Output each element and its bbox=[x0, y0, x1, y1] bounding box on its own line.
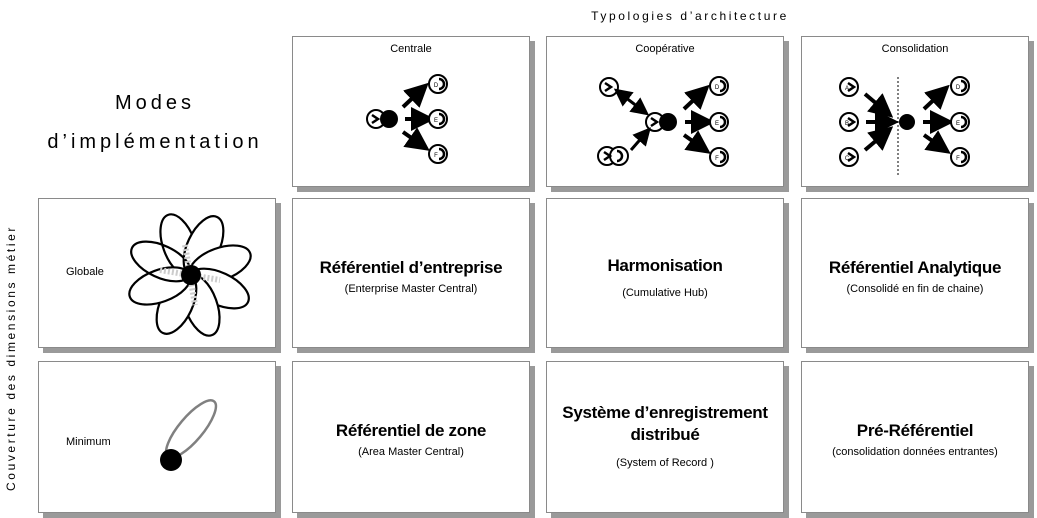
cell-centrale-minimum: Référentiel de zone (Area Master Central… bbox=[292, 361, 530, 513]
consolidation-architecture-diagram: A B C D E F bbox=[839, 76, 970, 175]
arrow-to-f bbox=[682, 130, 711, 154]
arrow-to-d bbox=[401, 82, 429, 109]
row-label-minimum: Minimum bbox=[66, 436, 111, 448]
cell-subtitle: (Area Master Central) bbox=[358, 446, 464, 458]
cell-centrale-globale: Référentiel d’entreprise (Enterprise Mas… bbox=[292, 198, 530, 348]
row-box-minimum: Minimum bbox=[38, 361, 276, 513]
cell-title: Harmonisation bbox=[607, 256, 723, 275]
svg-text:D: D bbox=[956, 85, 961, 91]
cell-subtitle: (System of Record ) bbox=[616, 457, 714, 469]
node-f-icon: F bbox=[950, 147, 970, 167]
cell-consolidation-globale: Référentiel Analytique (Consolidé en fin… bbox=[801, 198, 1029, 348]
architecture-typologies-label: Typologies d’architecture bbox=[591, 9, 789, 23]
column-title-consolidation: Consolidation bbox=[881, 43, 949, 55]
svg-text:E: E bbox=[715, 121, 719, 127]
svg-text:A: A bbox=[845, 86, 849, 92]
modes-label-line2: d’implémentation bbox=[47, 131, 263, 153]
arrow-to-d bbox=[922, 84, 950, 111]
hub-node-icon bbox=[645, 112, 677, 132]
cell-cooperative-globale: Harmonisation (Cumulative Hub) bbox=[546, 198, 784, 348]
cell-title: Référentiel de zone bbox=[335, 421, 487, 440]
row-box-globale: Globale bbox=[38, 198, 276, 348]
node-d-icon: D bbox=[709, 76, 729, 96]
svg-text:E: E bbox=[956, 121, 960, 127]
node-f-icon: F bbox=[428, 144, 448, 164]
node-c-icon bbox=[597, 146, 629, 166]
svg-text:F: F bbox=[434, 153, 438, 159]
cell-subtitle: (Enterprise Master Central) bbox=[344, 283, 478, 295]
architecture-box-consolidation: Consolidation A B C D E F bbox=[801, 36, 1029, 187]
hub-node-icon bbox=[366, 109, 398, 129]
cell-title: Système d’enregistrement distribué bbox=[562, 403, 768, 444]
node-e-icon: E bbox=[709, 112, 729, 132]
architecture-box-centrale: Centrale D E F bbox=[292, 36, 530, 187]
node-d-icon: D bbox=[950, 76, 970, 96]
svg-text:C: C bbox=[845, 156, 850, 162]
svg-text:D: D bbox=[434, 83, 439, 89]
node-c-icon: C bbox=[839, 147, 859, 167]
globale-flower-diagram bbox=[128, 213, 252, 337]
cell-title: Référentiel d’entreprise bbox=[319, 258, 503, 277]
arrow-to-d bbox=[682, 84, 710, 111]
node-d-icon: D bbox=[428, 74, 448, 94]
cell-cooperative-minimum: Système d’enregistrement distribué (Syst… bbox=[546, 361, 784, 513]
cell-title: Pré-Référentiel bbox=[856, 421, 974, 440]
arrow-to-f bbox=[401, 127, 430, 151]
svg-text:F: F bbox=[956, 156, 960, 162]
node-f-icon: F bbox=[709, 147, 729, 167]
column-title-centrale: Centrale bbox=[390, 43, 432, 55]
row-label-globale: Globale bbox=[66, 266, 104, 278]
architecture-box-cooperative: Coopérative D E F bbox=[546, 36, 784, 187]
modes-label-line1: Modes bbox=[114, 92, 196, 114]
node-e-icon: E bbox=[950, 112, 970, 132]
svg-text:D: D bbox=[715, 85, 720, 91]
svg-text:B: B bbox=[845, 121, 849, 127]
arrow-c-hub bbox=[629, 127, 651, 151]
cooperative-architecture-diagram: D E F bbox=[597, 76, 729, 167]
cell-subtitle: (Cumulative Hub) bbox=[622, 287, 708, 299]
node-a-icon: A bbox=[839, 77, 859, 97]
cell-subtitle: (Consolidé en fin de chaine) bbox=[846, 283, 984, 295]
node-b-icon: B bbox=[839, 112, 859, 132]
minimum-ellipse-diagram bbox=[160, 399, 218, 471]
arrow-c-hub bbox=[863, 126, 894, 152]
column-title-cooperative: Coopérative bbox=[635, 43, 695, 55]
arrow-to-f bbox=[922, 130, 951, 154]
svg-text:E: E bbox=[434, 118, 438, 124]
svg-text:F: F bbox=[715, 156, 719, 162]
cell-subtitle: (consolidation données entrantes) bbox=[832, 446, 998, 458]
cell-title: Référentiel Analytique bbox=[828, 258, 1002, 277]
node-e-icon: E bbox=[428, 109, 448, 129]
arrow-a-hub bbox=[613, 88, 650, 116]
node-a-icon bbox=[599, 77, 619, 97]
arrow-a-hub bbox=[863, 92, 894, 118]
hub-node-icon bbox=[899, 114, 915, 130]
cell-consolidation-minimum: Pré-Référentiel (consolidation données e… bbox=[801, 361, 1029, 513]
centrale-architecture-diagram: D E F bbox=[366, 74, 448, 164]
